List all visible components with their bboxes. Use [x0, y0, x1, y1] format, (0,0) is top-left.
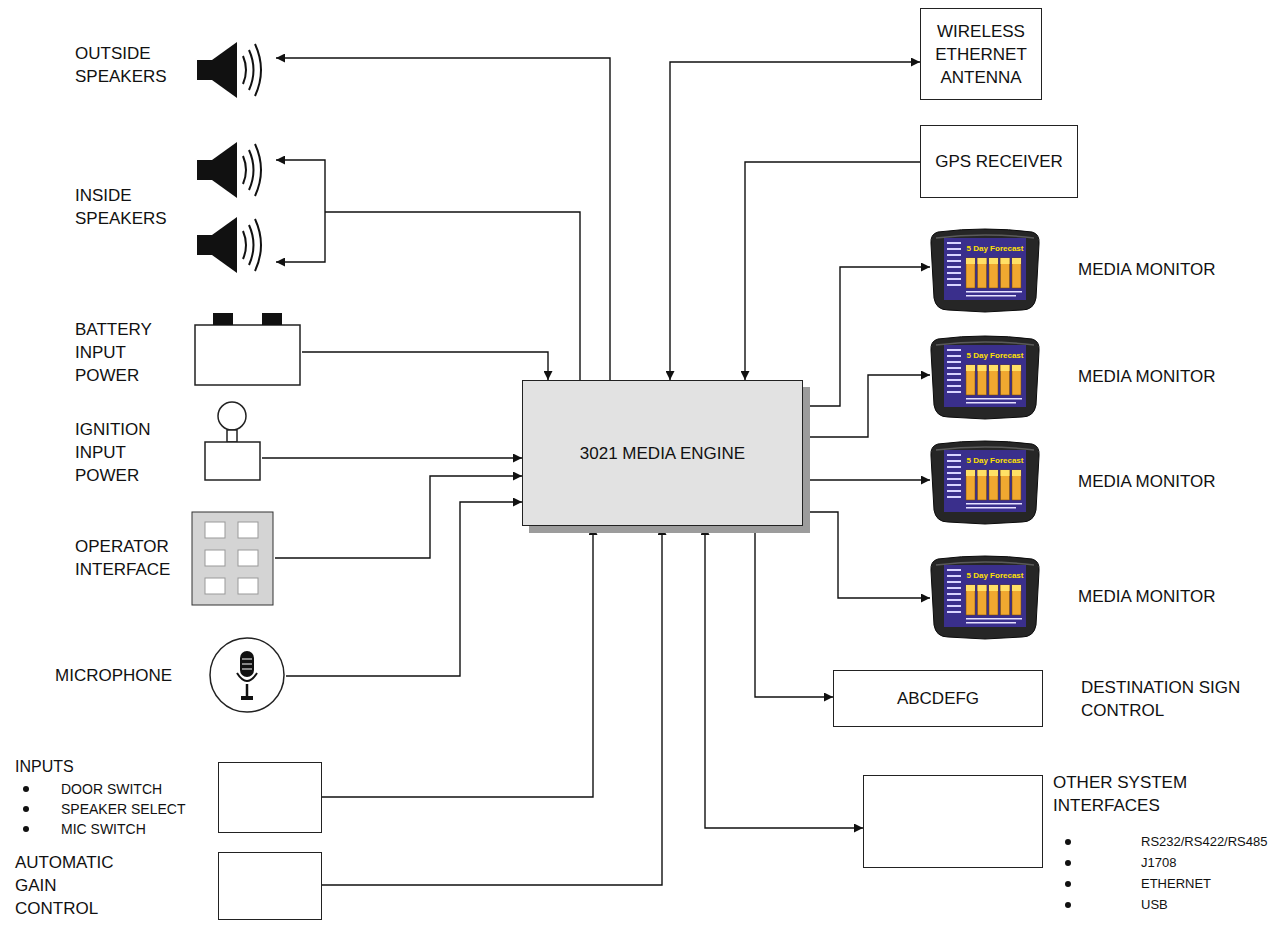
- monitor-node: MEDIA MONITOR: [930, 555, 1250, 639]
- speaker-node: INSIDE SPEAKERS: [70, 140, 276, 275]
- screen-text: 5 Day Forecast: [966, 571, 1024, 581]
- keypad-key: [205, 550, 225, 566]
- bullet-dot: [23, 786, 29, 792]
- monitor-illustration: [931, 336, 1039, 419]
- connector: [803, 267, 930, 406]
- bullet-dot: [23, 806, 29, 812]
- engine-box: 3021 MEDIA ENGINE: [522, 380, 803, 526]
- ignition-icon: [205, 402, 260, 480]
- screen-text: 5 Day Forecast: [966, 351, 1024, 361]
- keypad-key: [238, 550, 258, 566]
- monitor-illustration: [931, 556, 1039, 639]
- sign-box: ABCDEFGDESTINATION SIGN CONTROL: [833, 670, 1043, 727]
- antenna-box: WIRELESS ETHERNET ANTENNA: [920, 8, 1042, 100]
- connector: [803, 375, 930, 437]
- node-label: MEDIA MONITOR: [1078, 470, 1248, 493]
- ignition-stem: [227, 430, 237, 442]
- connector-trunk: [325, 212, 580, 380]
- keypad-key: [238, 578, 258, 594]
- monitor-node: MEDIA MONITOR: [930, 335, 1250, 419]
- bullet-dot: [1065, 881, 1071, 887]
- ignition-base: [205, 442, 260, 480]
- list-item: ETHERNET: [1141, 873, 1281, 894]
- microphone-ring: [210, 638, 284, 712]
- list-item: MIC SWITCH: [61, 819, 211, 839]
- outside-speaker-icon: [197, 42, 261, 98]
- ignition-knob: [218, 402, 246, 430]
- node-label: OTHER SYSTEM INTERFACES: [1053, 771, 1278, 817]
- connector: [670, 62, 920, 380]
- screen-text: 5 Day Forecast: [966, 244, 1024, 254]
- node-label: DESTINATION SIGN CONTROL: [1081, 676, 1279, 722]
- node-label: INSIDE SPEAKERS: [75, 184, 190, 230]
- connector-branch: [276, 160, 325, 212]
- operator-node: OPERATOR INTERFACE: [70, 508, 275, 608]
- node-label: INPUTS: [15, 755, 205, 778]
- list-item: DOOR SWITCH: [61, 779, 211, 799]
- list-item: SPEAKER SELECT: [61, 799, 211, 819]
- keypad-body: [192, 512, 273, 605]
- list-item: RS232/RS422/RS485: [1141, 831, 1281, 852]
- battery-node: BATTERY INPUT POWER: [70, 308, 302, 388]
- bullet-dot: [1065, 860, 1071, 866]
- node-label: MEDIA MONITOR: [1078, 258, 1248, 281]
- microphone-node: MICROPHONE: [50, 636, 286, 716]
- screen-text: 5 Day Forecast: [966, 456, 1024, 466]
- keypad-icon: [192, 512, 273, 605]
- bullet-dot: [1065, 839, 1071, 845]
- connector: [286, 502, 522, 676]
- monitor-illustration: [931, 441, 1039, 524]
- battery-body: [195, 325, 300, 385]
- box-text: GPS RECEIVER: [921, 126, 1077, 197]
- battery-terminal: [213, 313, 233, 325]
- monitor-node: MEDIA MONITOR: [930, 440, 1250, 524]
- connector: [745, 162, 920, 380]
- node-label: MICROPHONE: [55, 664, 205, 687]
- gps-box: GPS RECEIVER: [920, 125, 1078, 198]
- inside-speaker-icon: [197, 142, 261, 198]
- connector: [276, 160, 580, 380]
- node-label: MEDIA MONITOR: [1078, 585, 1248, 608]
- interfaces-box: OTHER SYSTEM INTERFACESRS232/RS422/RS485…: [863, 775, 1043, 868]
- node-label: BATTERY INPUT POWER: [75, 318, 185, 387]
- connector: [302, 352, 548, 380]
- keypad-key: [205, 522, 225, 538]
- node-label: OPERATOR INTERFACE: [75, 535, 190, 581]
- bullet-dot: [23, 826, 29, 832]
- battery-terminal: [262, 313, 282, 325]
- monitor-node: MEDIA MONITOR: [930, 228, 1250, 312]
- connector: [803, 512, 930, 598]
- connector: [322, 526, 662, 885]
- connector: [275, 476, 522, 558]
- connector: [803, 479, 930, 480]
- monitor-illustration: [931, 229, 1039, 312]
- node-label: OUTSIDE SPEAKERS: [75, 42, 190, 88]
- inside-speaker-icon: [197, 217, 261, 273]
- box-text: WIRELESS ETHERNET ANTENNA: [921, 9, 1041, 99]
- connector: [276, 58, 610, 380]
- node-label: AUTOMATIC GAIN CONTROL: [15, 851, 130, 920]
- microphone-symbol: [237, 651, 257, 700]
- ignition-node: IGNITION INPUT POWER: [70, 398, 262, 490]
- microphone-icon: [210, 638, 284, 712]
- list-item: USB: [1141, 894, 1281, 915]
- node-label: IGNITION INPUT POWER: [75, 418, 190, 487]
- speaker-node: OUTSIDE SPEAKERS: [70, 40, 276, 98]
- node-label: MEDIA MONITOR: [1078, 365, 1248, 388]
- keypad-key: [238, 522, 258, 538]
- inputs-box: INPUTSDOOR SWITCHSPEAKER SELECTMIC SWITC…: [218, 762, 322, 833]
- list-item: J1708: [1141, 852, 1281, 873]
- box-text: 3021 MEDIA ENGINE: [523, 381, 802, 525]
- connector: [322, 526, 593, 797]
- keypad-key: [205, 578, 225, 594]
- battery-icon: [195, 313, 300, 385]
- box-text: ABCDEFG: [834, 671, 1042, 726]
- bullet-dot: [1065, 902, 1071, 908]
- agc-box: AUTOMATIC GAIN CONTROL: [218, 852, 322, 920]
- connector: [755, 526, 833, 697]
- connector-branch: [276, 212, 325, 262]
- connector: [262, 457, 522, 458]
